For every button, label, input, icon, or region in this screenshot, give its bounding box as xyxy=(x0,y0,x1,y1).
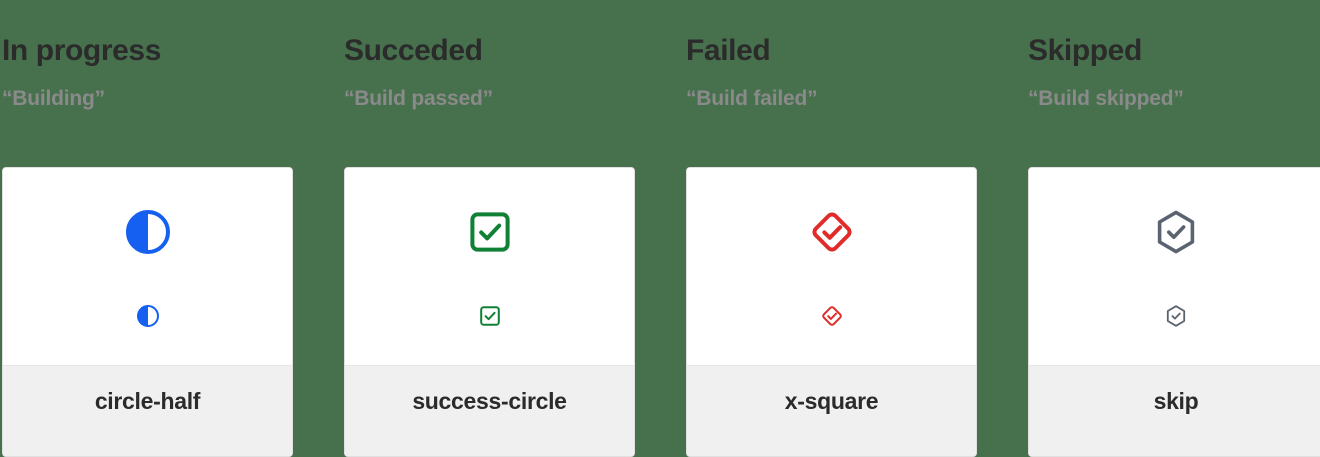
icon-card-footer: x-square xyxy=(687,365,976,456)
icon-name-label: x-square xyxy=(784,388,879,414)
column-subheading: “Build passed” xyxy=(344,87,493,110)
icon-card-footer: skip xyxy=(1029,365,1320,456)
icon-card-success-circle[interactable]: success-circle xyxy=(344,167,635,457)
status-column-failed: Failed “Build failed” x-square xyxy=(684,0,1026,457)
icon-card-footer: success-circle xyxy=(345,365,634,456)
icon-card-x-square[interactable]: x-square xyxy=(686,167,977,457)
icon-preview-area xyxy=(687,168,976,365)
icon-card-footer: circle-half xyxy=(3,365,292,456)
x-square-icon xyxy=(811,212,852,252)
status-column-skipped: Skipped “Build skipped” skip xyxy=(1026,0,1320,457)
status-column-in-progress: In progress “Building” circle-half xyxy=(0,0,342,457)
skip-icon xyxy=(1157,210,1195,254)
column-subheading: “Building” xyxy=(2,87,105,110)
circle-half-icon-small xyxy=(136,305,159,327)
column-subheading: “Build failed” xyxy=(686,87,818,110)
circle-half-icon xyxy=(125,210,170,254)
column-heading: Failed xyxy=(686,34,771,67)
status-column-succeded: Succeded “Build passed” success-circle xyxy=(342,0,684,457)
icon-name-label: success-circle xyxy=(412,388,567,414)
column-heading: In progress xyxy=(2,34,161,67)
column-heading: Skipped xyxy=(1028,34,1142,67)
icon-preview-area xyxy=(3,168,292,365)
column-subheading: “Build skipped” xyxy=(1028,87,1184,110)
icon-card-circle-half[interactable]: circle-half xyxy=(2,167,293,457)
icon-card-skip[interactable]: skip xyxy=(1028,167,1320,457)
icon-name-label: skip xyxy=(1153,388,1199,414)
success-circle-icon-small xyxy=(479,306,500,326)
column-heading: Succeded xyxy=(344,34,483,67)
x-square-icon-small xyxy=(821,306,842,326)
icon-preview-area xyxy=(345,168,634,365)
success-circle-icon xyxy=(469,212,510,252)
icon-name-label: circle-half xyxy=(94,388,201,414)
icon-preview-area xyxy=(1029,168,1320,365)
skip-icon-small xyxy=(1166,305,1186,327)
